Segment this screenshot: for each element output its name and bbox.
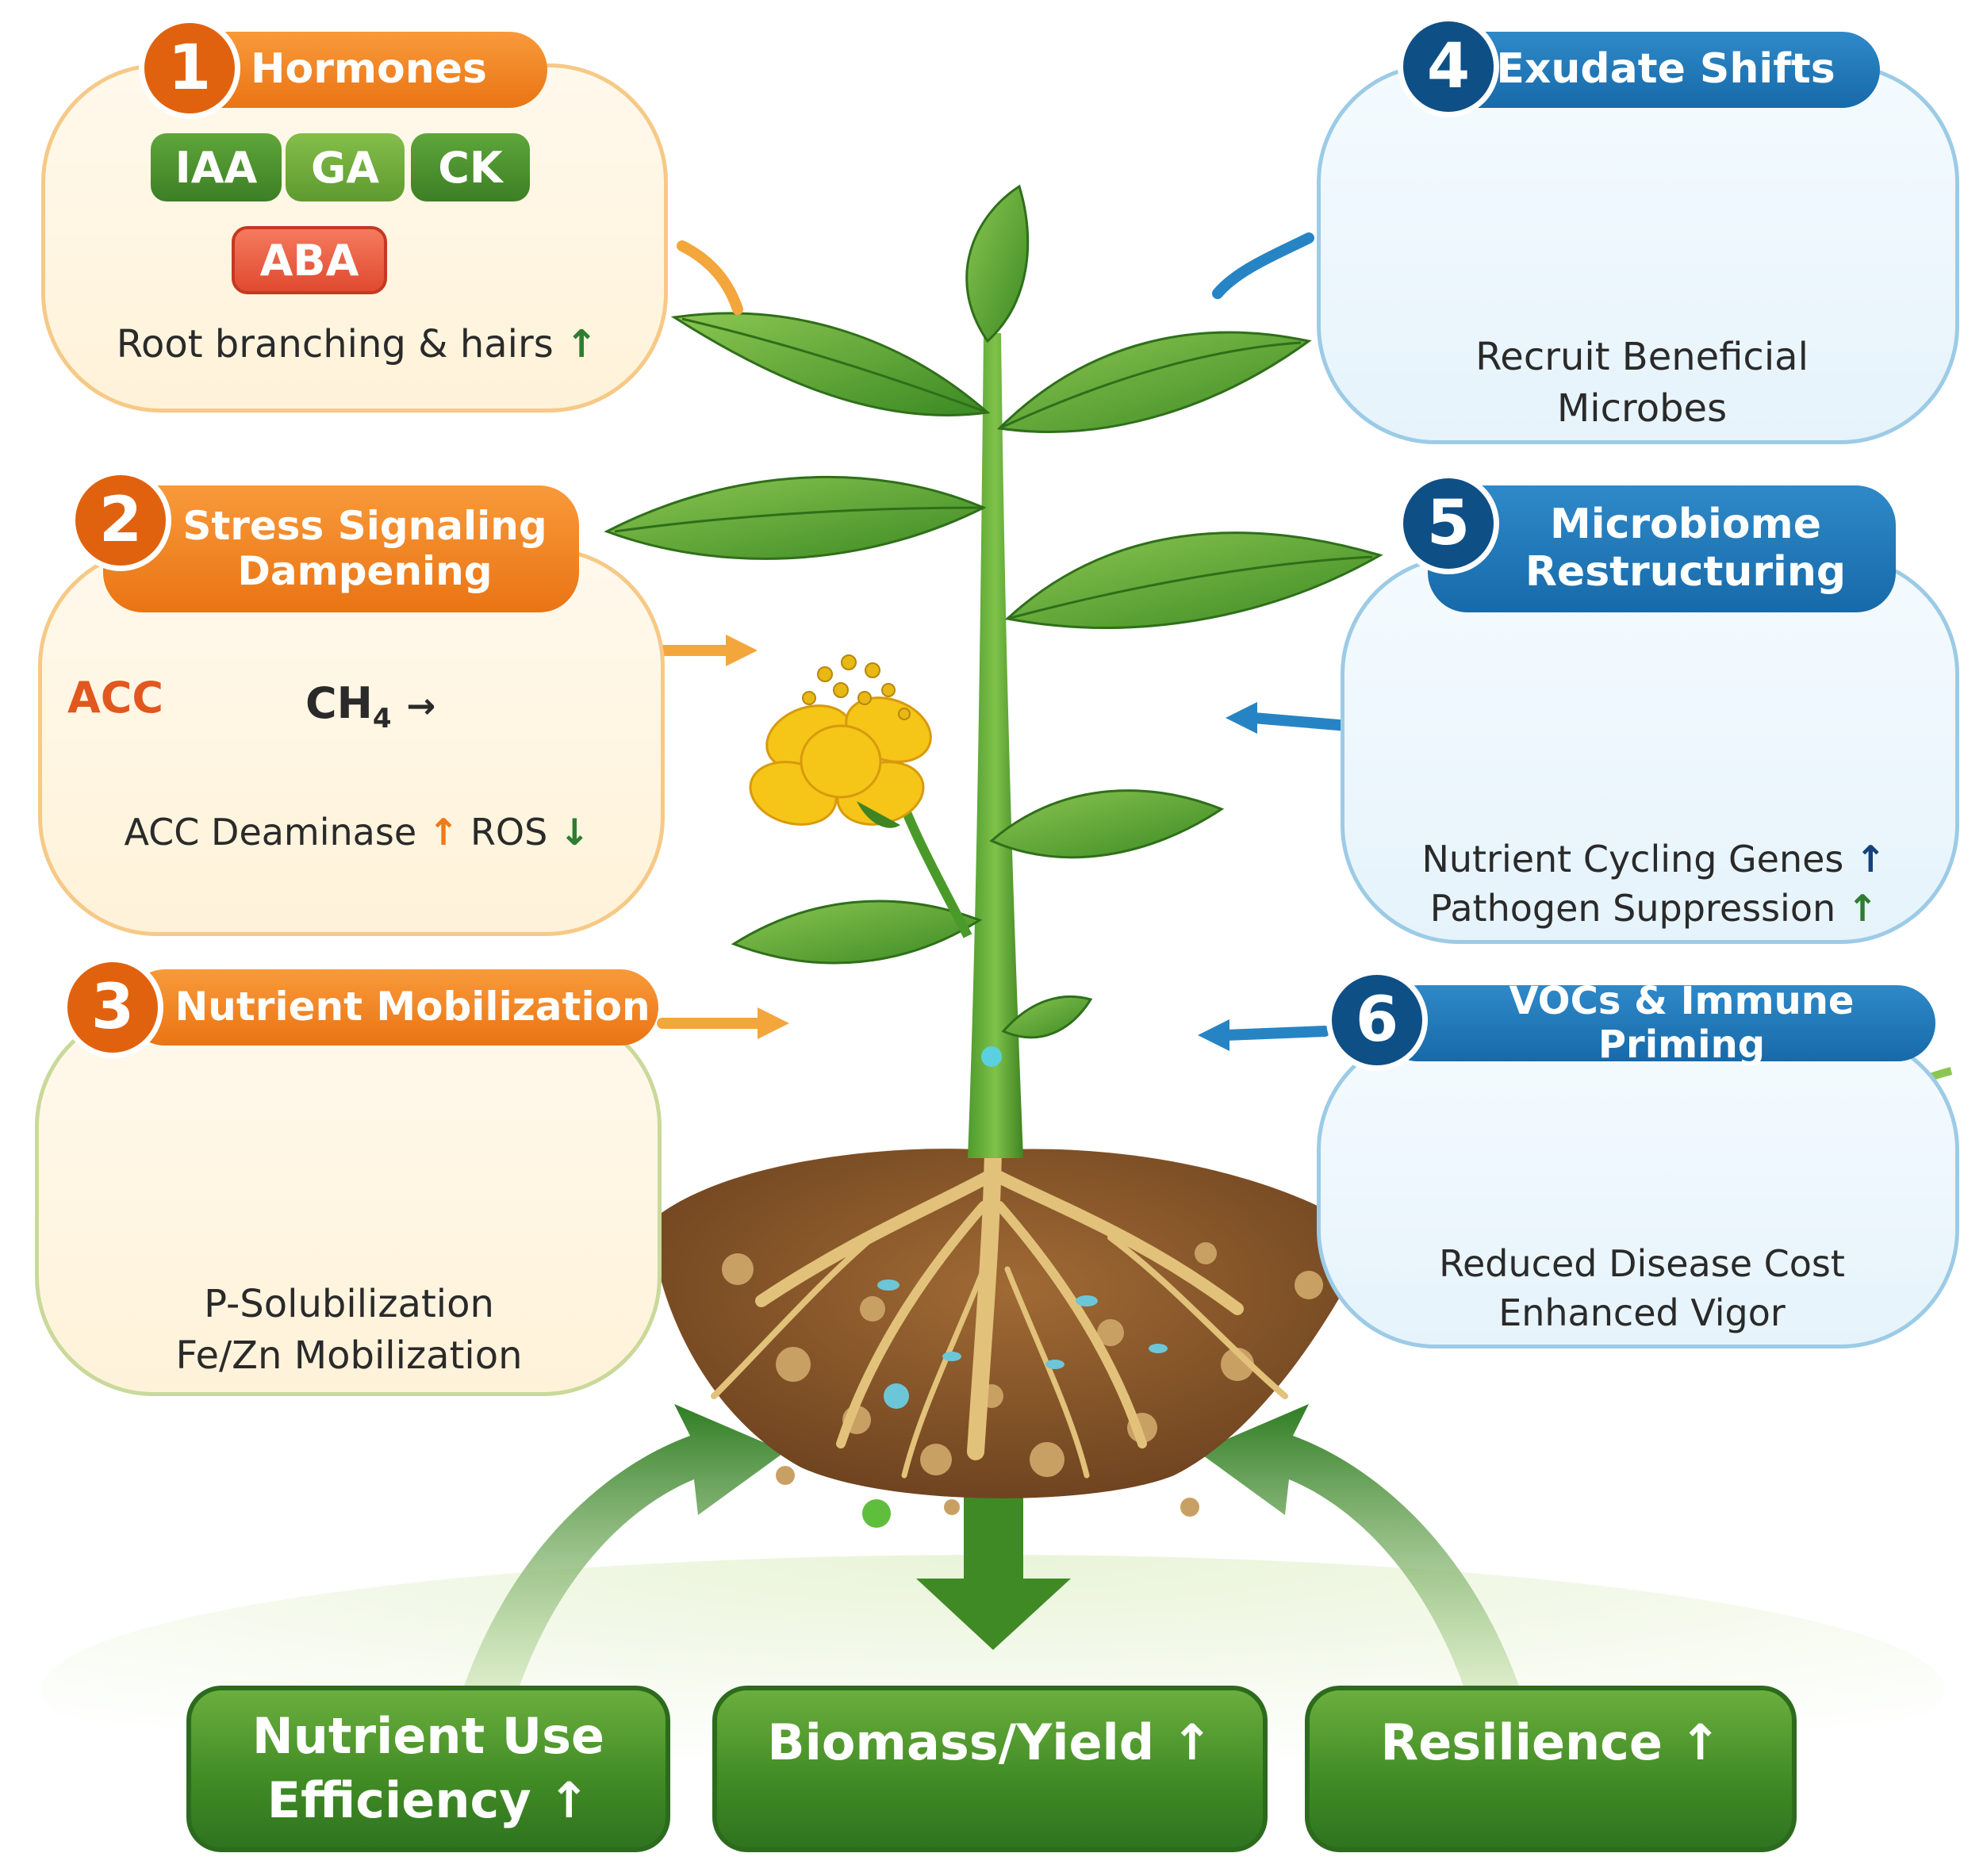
microbiome-title-line-2: Restructuring	[1525, 548, 1847, 596]
arrow-up-icon: ↑	[1847, 887, 1878, 930]
left-arrowheads	[726, 635, 789, 1039]
caption-ros: ROS	[470, 811, 548, 854]
panel-mobilization-title: Nutrient Mobilization	[127, 969, 658, 1045]
flower	[749, 654, 972, 938]
panel-hormones-caption: Root branching & hairs ↑	[79, 319, 635, 370]
hormone-iaa-chip: IAA	[151, 133, 282, 201]
stress-title-line-2: Dampening	[237, 548, 493, 594]
panel-vocs-title: VOCs & Immune Priming	[1380, 979, 1935, 1067]
panel-microbiome-title: Microbiome Restructuring	[1428, 485, 1896, 612]
right-connectors	[1212, 232, 1354, 1041]
panel-stress-caption: ACC Deaminase ↑ ROS ↓	[79, 808, 635, 857]
reaction-arrow-icon: →	[406, 686, 436, 727]
panel-exudate-number: 4	[1398, 16, 1499, 117]
arrow-up-icon: ↑	[566, 322, 598, 366]
root-microbes	[877, 1279, 1168, 1409]
green-bead	[862, 1499, 891, 1528]
outcome-2-line-1: Biomass/Yield ↑	[767, 1713, 1213, 1771]
outcome-1-line-1: Nutrient Use	[251, 1707, 605, 1766]
panel-stress-title: Stress Signaling Dampening	[103, 485, 579, 612]
caption-acc-deaminase: ACC Deaminase	[124, 811, 417, 854]
stem	[968, 333, 1023, 1158]
roots	[711, 1141, 1288, 1479]
right-arrowheads	[1198, 702, 1257, 1051]
panel-vocs-number: 6	[1326, 969, 1428, 1071]
left-curved-arrow	[460, 1404, 785, 1698]
panel-mobilization-caption: P-Solubilization Fe/Zn Mobilization	[71, 1279, 627, 1382]
panel-vocs	[1317, 1031, 1959, 1348]
hormone-ga-chip: GA	[286, 133, 405, 201]
caption-root-branching: Root branching & hairs	[116, 322, 554, 366]
outcome-nutrient-use-efficiency: Nutrient Use Efficiency ↑	[186, 1686, 670, 1852]
panel-hormones-number: 1	[139, 17, 240, 119]
outcome-resilience: Resilience ↑	[1305, 1686, 1797, 1852]
caption-reduced-disease-cost: Reduced Disease Cost	[1439, 1242, 1845, 1285]
panel-exudate-caption: Recruit Beneficial Microbes	[1364, 332, 1920, 435]
leaf-veins	[614, 317, 1373, 620]
acc-label: ACC	[67, 673, 164, 723]
leaves	[604, 184, 1383, 1039]
arrow-down-icon: ↓	[558, 811, 590, 854]
caption-nutrient-cycling: Nutrient Cycling Genes	[1421, 838, 1844, 880]
panel-stress-number: 2	[70, 470, 171, 571]
hormone-ck-chip: CK	[411, 133, 530, 201]
caption-recruit-beneficial: Recruit Beneficial	[1475, 335, 1809, 379]
outcome-biomass-yield: Biomass/Yield ↑	[712, 1686, 1268, 1852]
down-arrow	[916, 1380, 1071, 1650]
left-connectors	[653, 240, 767, 1029]
panel-microbiome-number: 5	[1398, 473, 1499, 574]
right-curved-arrow	[1198, 1404, 1523, 1698]
outcome-3-line-1: Resilience ↑	[1380, 1713, 1721, 1771]
panel-vocs-caption: Reduced Disease Cost Enhanced Vigor	[1364, 1239, 1920, 1337]
panel-exudate-shifts	[1317, 63, 1959, 444]
stem-droplet	[981, 1046, 1002, 1067]
outcome-1-line-2: Efficiency ↑	[267, 1771, 590, 1829]
ch4-label: CH4 →	[305, 678, 436, 735]
arrow-up-icon: ↑	[428, 811, 459, 854]
stress-title-line-1: Stress Signaling	[182, 502, 547, 549]
panel-exudate-title: Exudate Shifts	[1428, 32, 1880, 108]
caption-microbes: Microbes	[1556, 386, 1728, 431]
microbiome-title-line-1: Microbiome	[1550, 501, 1821, 549]
outcome-arrows	[460, 1380, 1523, 1698]
panel-microbiome	[1341, 555, 1959, 944]
panel-mobilization-number: 3	[62, 957, 163, 1058]
caption-enhanced-vigor: Enhanced Vigor	[1498, 1291, 1786, 1335]
caption-pathogen-suppression: Pathogen Suppression	[1429, 887, 1836, 930]
hormone-aba-chip: ABA	[232, 226, 387, 294]
arrow-up-icon: ↑	[1855, 838, 1886, 880]
panel-microbiome-caption: Nutrient Cycling Genes ↑ Pathogen Suppre…	[1360, 834, 1947, 933]
panel-nutrient-mobilization	[35, 1007, 662, 1396]
caption-p-solubilization: P-Solubilization	[204, 1282, 494, 1326]
caption-fe-zn-mobilization: Fe/Zn Mobilization	[175, 1333, 523, 1378]
